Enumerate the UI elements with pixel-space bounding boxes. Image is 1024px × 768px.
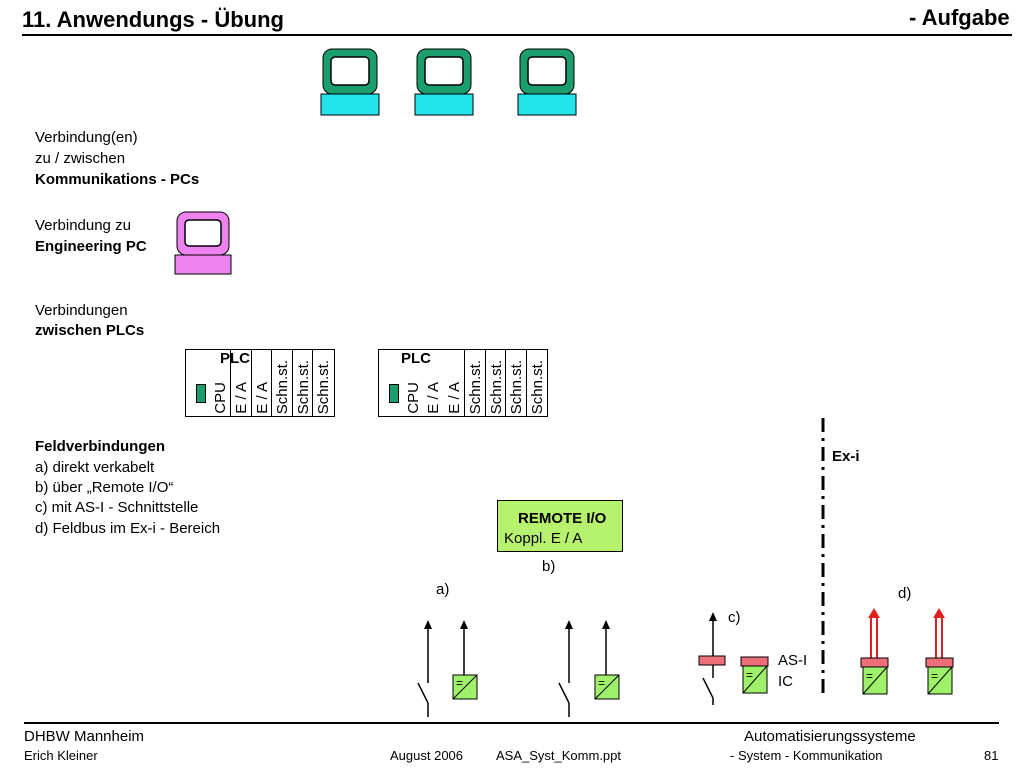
sensor-contact-icon [555, 620, 579, 718]
plc-status-led [196, 384, 206, 403]
footer-file: ASA_Syst_Komm.ppt [496, 748, 621, 763]
footer-org: DHBW Mannheim [24, 728, 145, 745]
label-a: a) [436, 581, 450, 598]
slide-subtitle: - Aufgabe [909, 5, 1010, 30]
remote-io-label: REMOTE I/O [518, 510, 607, 527]
page-number: 81 [984, 748, 999, 763]
communication-pc-icon [517, 48, 577, 116]
header-rule [22, 34, 1012, 36]
field-item-a: a) direkt verkabelt [35, 459, 155, 476]
label-d: d) [898, 585, 912, 602]
asi-converter-icon: = [740, 645, 770, 695]
plc-module-cpu: CPU [212, 382, 229, 414]
communication-pc-icon [320, 48, 380, 116]
eng-pc-text-2: Engineering PC [35, 238, 147, 255]
label-b: b) [542, 558, 556, 575]
comm-pcs-text-2: zu / zwischen [35, 150, 126, 167]
field-item-c: c) mit AS-I - Schnittstelle [35, 499, 199, 516]
field-title: Feldverbindungen [35, 438, 166, 455]
plc-rack-2: PLC CPU E / A E / A Schn.st. Schn.st. Sc… [378, 349, 548, 417]
footer-rule [24, 722, 999, 724]
plc-module-interface: Schn.st. [271, 350, 293, 416]
engineering-pc-icon [174, 211, 232, 275]
asi-sensor-icon [697, 612, 727, 706]
comm-pcs-text-3: Kommunikations - PCs [35, 171, 200, 188]
plc-label: PLC [220, 350, 250, 367]
plc-label: PLC [401, 350, 431, 367]
footer-author: Erich Kleiner [24, 748, 98, 763]
ex-i-boundary-line [818, 418, 830, 696]
plc-module-cpu: CPU [405, 382, 422, 414]
communication-pc-icon [414, 48, 474, 116]
field-item-d: d) Feldbus im Ex-i - Bereich [35, 520, 221, 537]
plc-module-interface: Schn.st. [312, 350, 335, 416]
exi-fieldbus-device-icon: = [860, 608, 890, 696]
remote-io-box: REMOTE I/O Koppl. E / A [497, 500, 623, 552]
plc-module-interface: Schn.st. [526, 350, 548, 416]
footer-date: August 2006 [390, 748, 464, 763]
plc-module-io: E / A [230, 350, 252, 416]
plcs-text-1: Verbindungen [35, 302, 128, 319]
footer-course-sub: - System - Kommunikation [730, 748, 883, 763]
plc-module-interface: Schn.st. [505, 350, 527, 416]
plc-module-interface: Schn.st. [485, 350, 506, 416]
plcs-text-2: zwischen PLCs [35, 322, 145, 339]
plc-status-led [389, 384, 399, 403]
field-item-b: b) über „Remote I/O“ [35, 479, 174, 496]
plc-module-io: E / A [425, 382, 442, 414]
asi-label-2: IC [778, 673, 793, 690]
slide-title: 11. Anwendungs - Übung [22, 7, 284, 32]
converter-device-icon: = [592, 620, 622, 700]
sensor-contact-icon [414, 620, 438, 718]
eng-pc-text-1: Verbindung zu [35, 217, 131, 234]
plc-module-interface: Schn.st. [292, 350, 313, 416]
asi-label-1: AS-I [778, 652, 808, 669]
exi-fieldbus-device-icon: = [925, 608, 955, 696]
plc-module-interface: Schn.st. [464, 350, 486, 416]
plc-rack-1: PLC CPU E / A E / A Schn.st. Schn.st. Sc… [185, 349, 335, 417]
ex-i-label: Ex-i [832, 448, 860, 465]
plc-module-io: E / A [251, 350, 272, 416]
label-c: c) [728, 609, 741, 626]
converter-device-icon: = [450, 620, 480, 700]
remote-io-sublabel: Koppl. E / A [504, 530, 583, 547]
footer-course: Automatisierungssysteme [744, 728, 916, 745]
comm-pcs-text-1: Verbindung(en) [35, 129, 138, 146]
plc-module-io: E / A [446, 382, 463, 414]
